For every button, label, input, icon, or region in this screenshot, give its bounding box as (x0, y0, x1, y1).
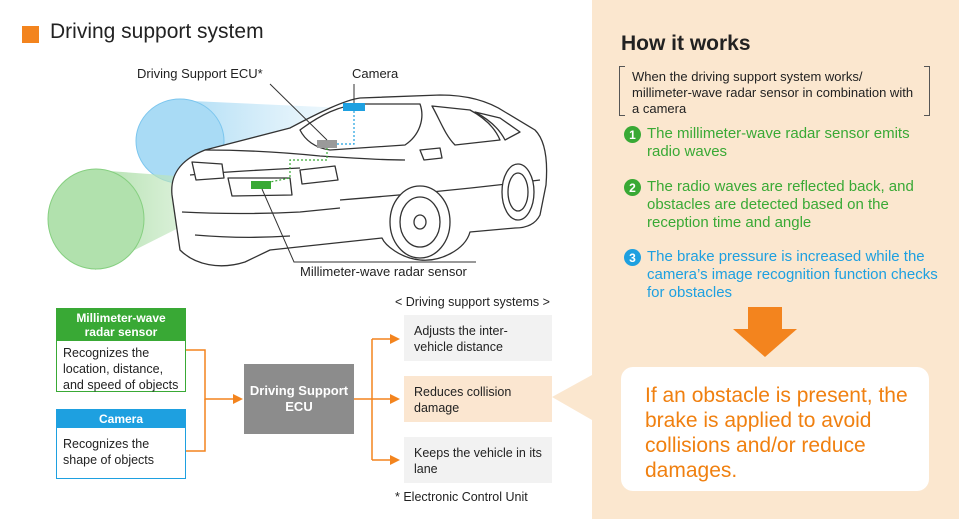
camera-box: Camera Recognizes the shape of objects (56, 409, 186, 479)
camera-wire (337, 111, 355, 145)
system-lane-keeping: Keeps the vehicle in its lane (404, 437, 552, 483)
car-body (171, 94, 548, 267)
step-3-number: 3 (624, 249, 641, 266)
radar-leader (261, 188, 476, 263)
camera-marker (343, 103, 365, 111)
subtitle-bracket-right (924, 66, 930, 116)
result-box (621, 367, 929, 491)
step-3-text: The brake pressure is increased while th… (647, 248, 938, 301)
ecu-footnote: * Electronic Control Unit (395, 490, 528, 504)
how-it-works-subtitle: When the driving support system works/ m… (632, 69, 914, 116)
step-3: 3 The brake pressure is increased while … (624, 248, 944, 302)
ecu-leader (269, 83, 328, 141)
camera-header: Camera (57, 410, 185, 428)
subtitle-bracket-left (619, 66, 625, 116)
step-1-text: The millimeter-wave radar sensor emits r… (647, 125, 910, 160)
result-text: If an obstacle is present, the brake is … (645, 384, 908, 482)
front-wheel (389, 185, 451, 259)
radar-callout: Millimeter-wave radar sensor (300, 264, 467, 279)
system-collision-damage: Reduces collision damage (404, 376, 552, 422)
down-arrow-icon (733, 307, 797, 357)
camera-desc: Recognizes the shape of objects (63, 437, 155, 467)
rear-wheel (501, 163, 535, 221)
ecu-box: Driving Support ECU (244, 364, 354, 434)
system-inter-vehicle-distance: Adjusts the inter-vehicle distance (404, 315, 552, 361)
how-it-works-title: How it works (621, 32, 751, 55)
flow-connectors (186, 338, 390, 461)
title-marker (22, 26, 39, 43)
radar-sensor-header: Millimeter-wave radar sensor (57, 309, 185, 341)
camera-callout: Camera (352, 66, 399, 81)
radar-wire (269, 148, 328, 183)
radar-sensor-box: Millimeter-wave radar sensor Recognizes … (56, 308, 186, 392)
radar-marker (251, 181, 271, 189)
radar-sensor-desc: Recognizes the location, distance, and s… (63, 346, 179, 392)
step-2-number: 2 (624, 179, 641, 196)
step-2-text: The radio waves are reflected back, and … (647, 178, 914, 231)
ecu-marker (317, 140, 337, 148)
step-2: 2 The radio waves are reflected back, an… (624, 178, 944, 232)
step-1-number: 1 (624, 126, 641, 143)
page-title: Driving support system (50, 20, 264, 43)
systems-label: < Driving support systems > (395, 295, 550, 309)
ecu-callout: Driving Support ECU* (137, 66, 263, 81)
step-1: 1 The millimeter-wave radar sensor emits… (624, 125, 944, 161)
highlight-pointer (552, 375, 592, 420)
flow-arrowheads (233, 334, 400, 465)
